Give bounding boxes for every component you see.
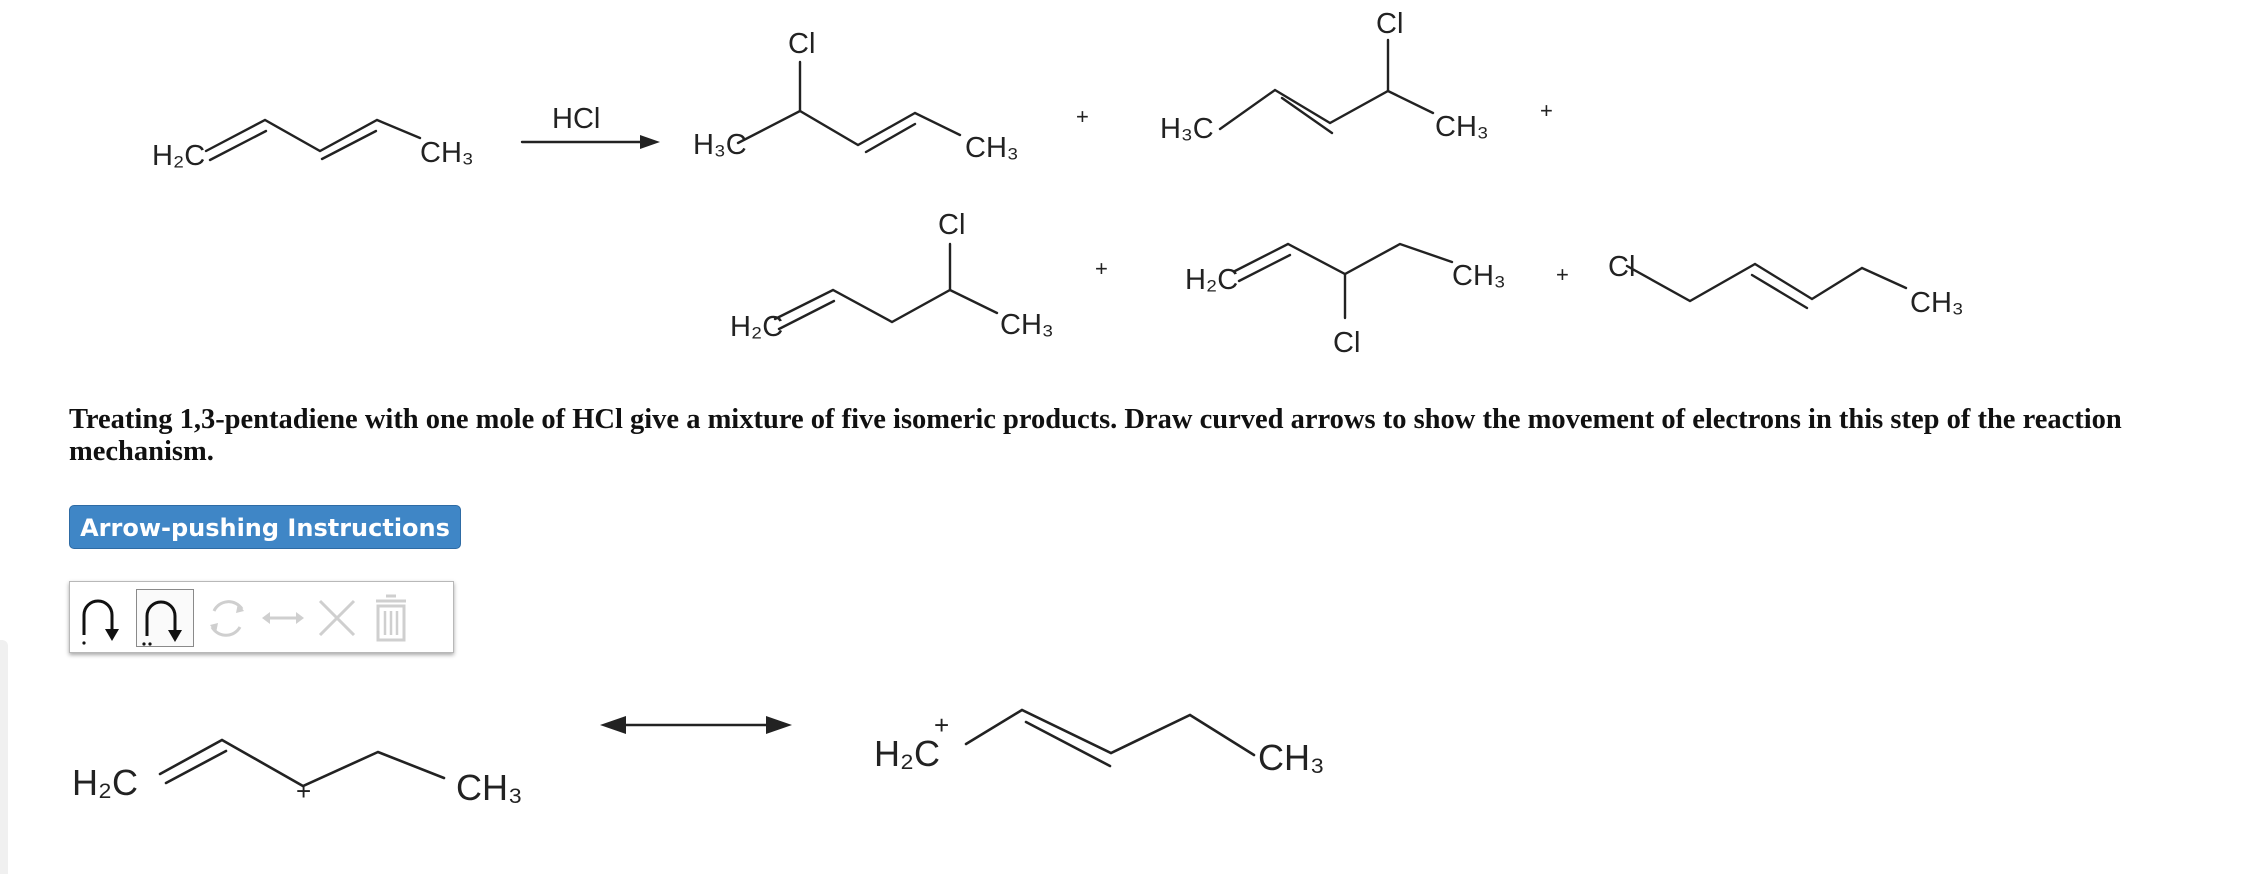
product-1-right-group: CH₃ bbox=[965, 132, 1019, 164]
product-4-left-group: H₂C bbox=[1185, 264, 1238, 296]
resonance-left-left-group: H₂C bbox=[72, 762, 138, 803]
carbocation-charge: + bbox=[296, 776, 311, 806]
single-electron-arrow-icon bbox=[142, 600, 182, 646]
product-3-chlorine: Cl bbox=[938, 209, 965, 241]
reagent-label: HCl bbox=[552, 103, 600, 135]
product-2-chlorine: Cl bbox=[1376, 8, 1403, 40]
product-3-right-group: CH₃ bbox=[1000, 309, 1054, 341]
product-4-right-group: CH₃ bbox=[1452, 260, 1506, 292]
product-4-chlorine: Cl bbox=[1333, 327, 1360, 359]
clear-all-tool[interactable] bbox=[362, 589, 420, 647]
reaction-scheme: H₂C CH₃ HCl Cl H₃C CH₃ Cl H₃C CH₃ Cl H₂C… bbox=[152, 8, 1964, 359]
electron-pair-arrow-tool[interactable] bbox=[74, 589, 132, 647]
rotate-icon bbox=[210, 600, 244, 637]
product-5-chlorine: Cl bbox=[1608, 251, 1635, 283]
resonance-left-right-group: CH₃ bbox=[456, 767, 523, 808]
plus-sign: + bbox=[1556, 262, 1569, 287]
side-panel-tab bbox=[0, 640, 8, 874]
product-1-chlorine: Cl bbox=[788, 28, 815, 60]
resonance-right-left-group: H₂C bbox=[874, 733, 940, 774]
trash-icon bbox=[376, 594, 406, 642]
plus-sign: + bbox=[1095, 256, 1108, 281]
resonance-arrow-tool[interactable] bbox=[254, 589, 312, 647]
rotate-tool[interactable] bbox=[198, 589, 256, 647]
question-text: Treating 1,3-pentadiene with one mole of… bbox=[69, 404, 2122, 467]
arrow-pushing-instructions-button[interactable]: Arrow-pushing Instructions bbox=[69, 505, 461, 549]
resonance-right-right-group: CH₃ bbox=[1258, 737, 1325, 778]
reactant-left-group: H₂C bbox=[152, 140, 205, 172]
plus-sign: + bbox=[1540, 98, 1553, 123]
product-2-left-group: H₃C bbox=[1160, 113, 1214, 145]
product-5-right-group: CH₃ bbox=[1910, 287, 1964, 319]
product-2-right-group: CH₃ bbox=[1435, 111, 1489, 143]
single-electron-arrow-tool[interactable] bbox=[136, 589, 194, 647]
plus-sign: + bbox=[1076, 104, 1089, 129]
delete-x-icon bbox=[318, 599, 356, 637]
product-1-left-group: H₃C bbox=[693, 129, 747, 161]
reactant-right-group: CH₃ bbox=[420, 137, 474, 169]
product-3-left-group: H₂C bbox=[730, 311, 783, 343]
resonance-arrow-icon bbox=[262, 612, 304, 624]
carbocation-charge: + bbox=[934, 710, 949, 740]
arrow-toolbar bbox=[69, 581, 454, 653]
electron-pair-arrow-icon bbox=[82, 599, 119, 645]
delete-tool[interactable] bbox=[308, 589, 366, 647]
